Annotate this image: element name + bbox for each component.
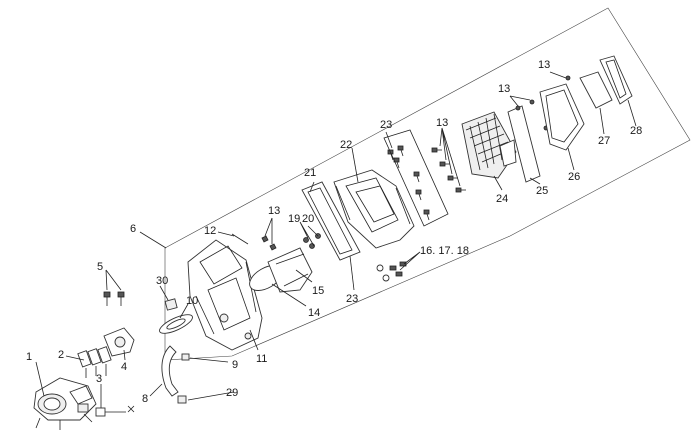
callout-9: 9 xyxy=(232,359,238,371)
filter-cover-part-26 xyxy=(539,83,585,151)
screw-part-13b xyxy=(269,243,277,251)
screw-part-13f xyxy=(565,75,571,81)
callout-25: 25 xyxy=(536,185,548,197)
callout-19: 19 xyxy=(288,213,300,225)
callout-21: 21 xyxy=(304,167,316,179)
callout-23-bottom: 23 xyxy=(346,293,358,305)
leader-lines xyxy=(35,71,637,401)
screws-part-13 xyxy=(431,147,466,193)
airbox-upper-housing-part-22 xyxy=(333,169,415,249)
callout-4: 4 xyxy=(121,361,127,373)
callout-2: 2 xyxy=(58,349,64,361)
bracket-part-27 xyxy=(579,71,613,109)
callout-3: 3 xyxy=(96,373,102,385)
callout-23-top: 23 xyxy=(380,119,392,131)
clip-part-9 xyxy=(181,353,190,361)
callout-1: 1 xyxy=(26,351,32,363)
callout-8: 8 xyxy=(142,393,148,405)
callout-16-17-18: 16. 17. 18 xyxy=(420,245,469,257)
callout-27: 27 xyxy=(598,135,610,147)
callout-20: 20 xyxy=(302,213,314,225)
screw-part-13a xyxy=(261,235,269,243)
airbox-lower-housing-part-11 xyxy=(187,239,263,351)
rod-part-12 xyxy=(231,233,249,245)
callout-26: 26 xyxy=(568,171,580,183)
screw-part-13c xyxy=(515,105,521,111)
callout-28: 28 xyxy=(630,125,642,137)
gasket-part-10 xyxy=(159,314,193,334)
callout-14: 14 xyxy=(308,307,320,319)
fastener-part-19 xyxy=(303,237,309,243)
callout-5: 5 xyxy=(97,261,103,273)
intake-funnel-part-15 xyxy=(267,247,313,293)
connector-cluster-part xyxy=(77,346,112,378)
callout-13-d: 13 xyxy=(538,59,550,71)
clamp-part-30 xyxy=(164,298,178,311)
callout-15: 15 xyxy=(312,285,324,297)
gasket-part-21 xyxy=(301,181,361,261)
callout-30: 30 xyxy=(156,275,168,287)
screws-part-23 xyxy=(383,129,449,227)
callout-13-a: 13 xyxy=(268,205,280,217)
air-filter-element-part-24 xyxy=(461,111,517,179)
hardware-parts-16-17-18 xyxy=(376,261,407,282)
sensor-bracket-part xyxy=(103,327,135,357)
clamp-part-29 xyxy=(177,395,187,404)
callout-29: 29 xyxy=(226,387,238,399)
callout-13-c: 13 xyxy=(498,83,510,95)
callout-13-b: 13 xyxy=(436,117,448,129)
callout-labels: 1 2 3 4 5 6 8 9 10 11 12 13 14 15 16. 17… xyxy=(26,59,642,405)
callout-24: 24 xyxy=(496,193,508,205)
callout-11: 11 xyxy=(256,353,267,365)
throttle-body-part xyxy=(33,377,97,430)
screw-part-13d xyxy=(529,99,535,105)
drain-hose-part-8 xyxy=(161,345,179,397)
top-cap-part-28 xyxy=(599,55,633,105)
callout-6: 6 xyxy=(130,223,136,235)
bolts-part-5 xyxy=(103,291,125,306)
callout-22: 22 xyxy=(340,139,352,151)
callout-10: 10 xyxy=(186,295,198,307)
callout-12: 12 xyxy=(204,225,216,237)
cross-marker xyxy=(127,405,135,413)
